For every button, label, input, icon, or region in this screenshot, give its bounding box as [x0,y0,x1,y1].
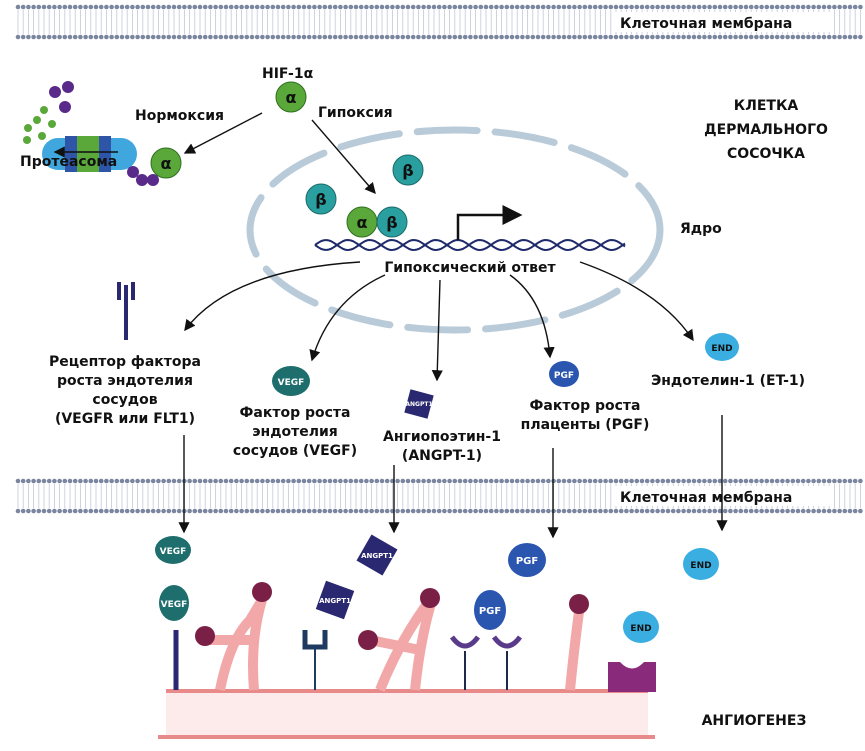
pgf-text: PGF [479,606,501,617]
angpt-label-line: Ангиопоэтин-1 [383,429,501,445]
hypoxia-label: Гипоксия [318,105,393,121]
vegf-text: VEGF [278,378,305,388]
proteasome-icon [23,106,137,172]
arrow-to-end [579,261,694,342]
proteasome-label: Протеасома [20,154,117,170]
alpha-symbol: α [286,88,297,107]
end-text: END [630,624,651,634]
nucleus-envelope [246,126,664,334]
angpt-label-line: (ANGPT-1) [402,448,482,464]
arrow-to-vegf [309,274,386,362]
vegf-text: VEGF [161,600,188,610]
angpt-icon [404,389,434,419]
pgf-text: PGF [516,556,538,567]
vegf-text: VEGF [160,547,187,557]
normoxia-arrow [183,112,263,154]
angpt-text: ANGPT1 [361,552,393,560]
alpha-symbol: α [357,213,368,232]
arrow-to-receptor [184,261,361,332]
ubiquitin-icons [49,81,159,186]
pgf-label-line: плаценты (PGF) [521,417,650,433]
degraded-alpha-icon [150,147,182,179]
nucleus-label: Ядро [680,221,722,237]
vegf-label-line: эндотелия [252,424,338,440]
pgf-icon [549,361,579,387]
angiogenesis-label: АНГИОГЕНЕЗ [702,713,807,729]
et-label: Эндотелин-1 (ET-1) [651,373,805,389]
angpt-text: ANGPT1 [319,597,351,605]
cell-membrane-top [15,4,863,40]
vegf-icon [272,366,310,396]
vegf-label-line: Фактор роста [240,405,351,421]
arrow-to-angpt [431,279,443,382]
hif-beta-icon [376,206,408,238]
receptor-label-line: Рецептор фактора [49,354,201,370]
cell-title-line: ДЕРМАЛЬНОГО [704,122,828,138]
end-icon [705,333,739,361]
cell-title-line: СОСОЧКА [727,146,805,162]
hif-alpha-icon [275,81,307,113]
hif-label: HIF-1α [262,66,314,82]
normoxia-label: Нормоксия [135,108,224,124]
vegf-label-line: сосудов (VEGF) [233,443,357,459]
bottom-molecules: VEGF VEGF ANGPT1 ANGPT1 PGF PGF END END [155,534,719,643]
end-text: END [690,561,711,571]
angpt-text: ANGPT1 [405,401,432,408]
hypoxic-response-label: Гипоксический ответ [384,260,556,276]
blood-vessel-icon [158,582,655,739]
beta-symbol: β [315,190,326,209]
receptor-label-line: сосудов [92,392,157,408]
hif-beta-icon [305,183,337,215]
cell-title-line: КЛЕТКА [734,98,799,114]
membrane-bottom-label: Клеточная мембрана [620,490,792,506]
receptor-label-line: роста эндотелия [57,373,193,389]
hypoxia-arrow [311,119,376,195]
arrow-to-pgf [509,274,555,359]
beta-symbol: β [386,213,397,232]
receptors-icon [173,630,656,692]
receptor-label-line: (VEGFR или FLT1) [55,411,195,427]
dna-icon [314,205,626,252]
end-text: END [711,344,732,354]
hif-beta-icon [392,154,424,186]
membrane-top-label: Клеточная мембрана [620,16,792,32]
pgf-text: PGF [554,371,574,381]
vegf-receptor-icon [117,282,135,340]
pgf-label-line: Фактор роста [530,398,641,414]
beta-symbol: β [402,161,413,180]
alpha-symbol: α [161,154,172,173]
